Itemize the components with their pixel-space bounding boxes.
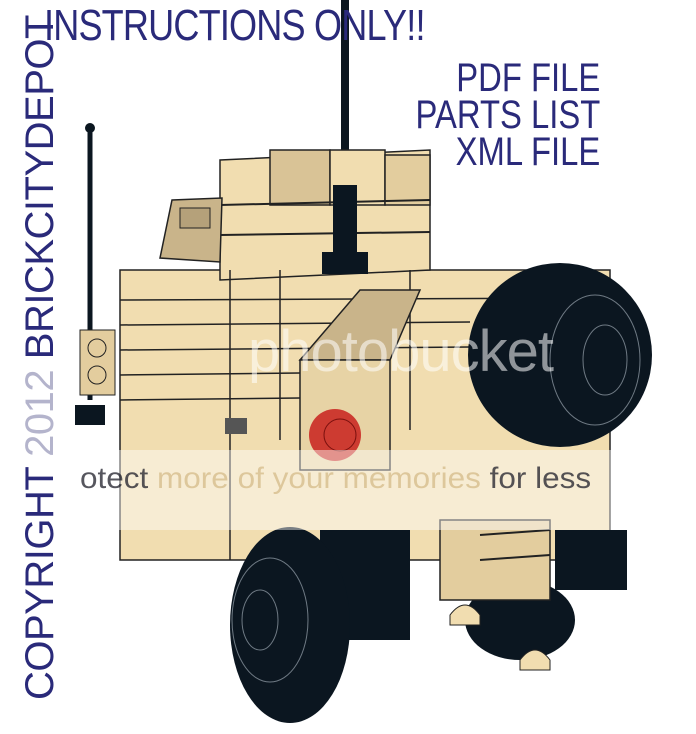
copyright-year: 2012 [18, 369, 62, 457]
tagline-mid: more of your memories [157, 462, 481, 495]
photobucket-watermark: photobucket [248, 319, 554, 384]
included-file-pdf: PDF FILE [456, 56, 600, 100]
page-title: INSTRUCTIONS ONLY!! [44, 1, 425, 50]
watermark-tagline: otect more of your memories for less [80, 462, 591, 496]
copyright-notice: COPYRIGHT 2012 BRICKCITYDEPOT [18, 15, 63, 700]
copyright-owner: BRICKCITYDEPOT [18, 15, 62, 370]
copyright-prefix: COPYRIGHT [18, 456, 62, 700]
tagline-start: otect [80, 462, 158, 495]
watermark-band [80, 450, 628, 530]
included-file-parts-list: PARTS LIST [415, 93, 600, 137]
included-file-xml: XML FILE [455, 130, 600, 174]
tagline-end: for less [480, 462, 592, 495]
included-files-list: PDF FILE PARTS LIST XML FILE [415, 56, 600, 174]
